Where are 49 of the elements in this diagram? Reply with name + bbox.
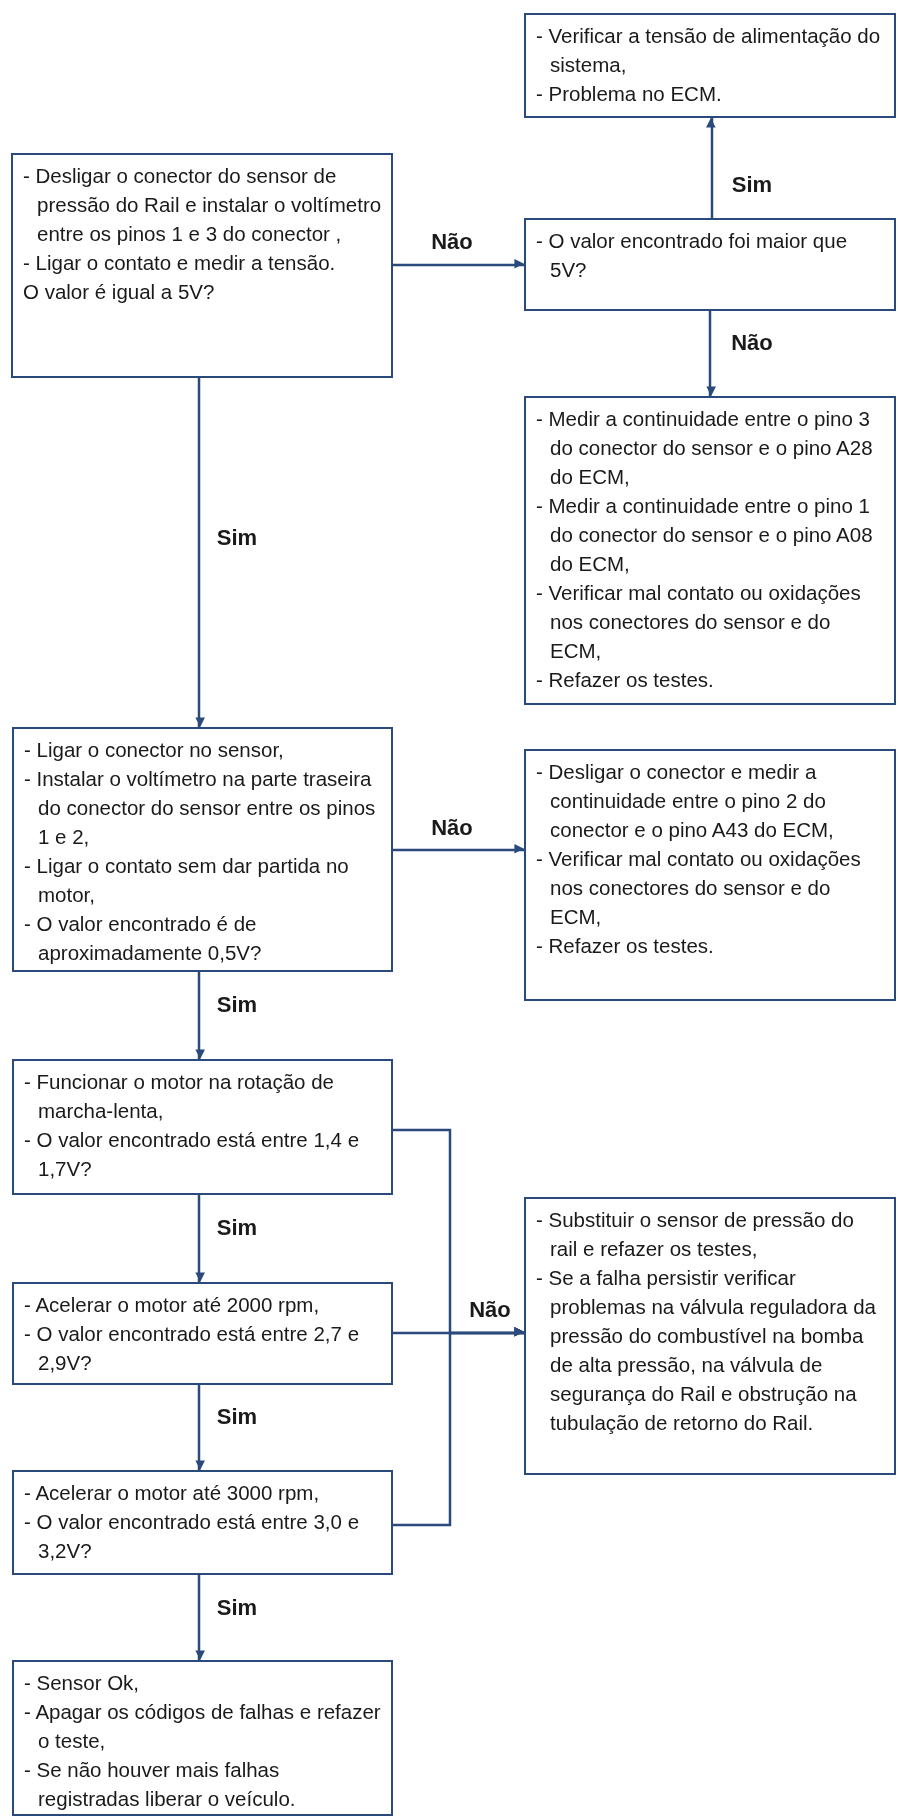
process-box bbox=[524, 1197, 896, 1475]
step-text: O valor é igual a 5V? bbox=[23, 279, 216, 305]
step-text: - Verificar mal contato ou oxidações nos conectores do sensor e do ECM, bbox=[536, 846, 862, 930]
step-text: - Apagar os códigos de falhas e refazer o teste, bbox=[24, 1699, 382, 1754]
step-text: - O valor encontrado foi maior que 5V? bbox=[536, 228, 849, 283]
step-text: - Se não houver mais falhas registradas liberar o veículo. bbox=[24, 1757, 297, 1812]
process-box bbox=[12, 1660, 393, 1816]
arrow bbox=[393, 844, 524, 854]
step-text: - Refazer os testes. bbox=[536, 667, 715, 693]
process-box bbox=[524, 396, 896, 705]
step-text: - Refazer os testes. bbox=[536, 933, 715, 959]
step-text: - Sensor Ok, bbox=[24, 1670, 141, 1696]
step-text: - Desligar o conector do sensor de pressão do Rail e instalar o voltímetro entre os pinos 1 e 3 do conector , bbox=[23, 163, 383, 247]
step-text: - Medir a continuidade entre o pino 3 do conector do sensor e o pino A28 do ECM, bbox=[536, 406, 874, 490]
step-text: - Acelerar o motor até 2000 rpm, bbox=[24, 1292, 321, 1318]
arrow bbox=[706, 118, 716, 218]
arrow bbox=[195, 1385, 205, 1470]
arrow bbox=[393, 1327, 524, 1527]
step-text: - Funcionar o motor na rotação de marcha-lenta, bbox=[24, 1069, 335, 1124]
arrow bbox=[195, 1195, 205, 1282]
step-text: - Verificar a tensão de alimentação do sistema, bbox=[536, 23, 882, 78]
process-box bbox=[524, 749, 896, 1001]
process-box bbox=[11, 153, 393, 378]
step-text: - Substituir o sensor de pressão do rail e refazer os testes, bbox=[536, 1207, 855, 1262]
process-box bbox=[12, 1282, 393, 1385]
step-text: - Ligar o contato e medir a tensão. bbox=[23, 250, 337, 276]
arrow bbox=[195, 972, 205, 1059]
process-box bbox=[12, 1059, 393, 1195]
process-box bbox=[524, 13, 896, 118]
step-text: - Desligar o conector e medir a continuidade entre o pino 2 do conector e o pino A43 do ECM, bbox=[536, 759, 835, 843]
step-text: - Medir a continuidade entre o pino 1 do conector do sensor e o pino A08 do ECM, bbox=[536, 493, 874, 577]
arrow bbox=[195, 1575, 205, 1660]
process-box bbox=[12, 727, 393, 972]
arrow bbox=[706, 311, 716, 396]
step-text: - O valor encontrado está entre 3,0 e 3,2V? bbox=[24, 1509, 361, 1564]
step-text: - Verificar mal contato ou oxidações nos conectores do sensor e do ECM, bbox=[536, 580, 862, 664]
arrow bbox=[393, 259, 524, 269]
process-box bbox=[524, 218, 896, 311]
step-text: - Ligar o conector no sensor, bbox=[24, 737, 285, 763]
arrow bbox=[195, 378, 205, 727]
step-text: - Acelerar o motor até 3000 rpm, bbox=[24, 1480, 321, 1506]
step-text: - O valor encontrado está entre 2,7 e 2,9V? bbox=[24, 1321, 361, 1376]
step-text: - Se a falha persistir verificar problemas na válvula reguladora da pressão do combustível na bomba de alta pressão, na válvula de segurança do Rail e obstrução na tubulação de retorno do Rail. bbox=[536, 1265, 877, 1436]
step-text: - O valor encontrado está entre 1,4 e 1,7V? bbox=[24, 1127, 361, 1182]
step-text: - Instalar o voltímetro na parte traseira do conector do sensor entre os pinos 1 e 2, bbox=[24, 766, 377, 850]
step-text: - Ligar o contato sem dar partida no motor, bbox=[24, 853, 350, 908]
process-box bbox=[12, 1470, 393, 1575]
step-text: - Problema no ECM. bbox=[536, 81, 723, 107]
step-text: - O valor encontrado é de aproximadamente 0,5V? bbox=[24, 911, 263, 966]
